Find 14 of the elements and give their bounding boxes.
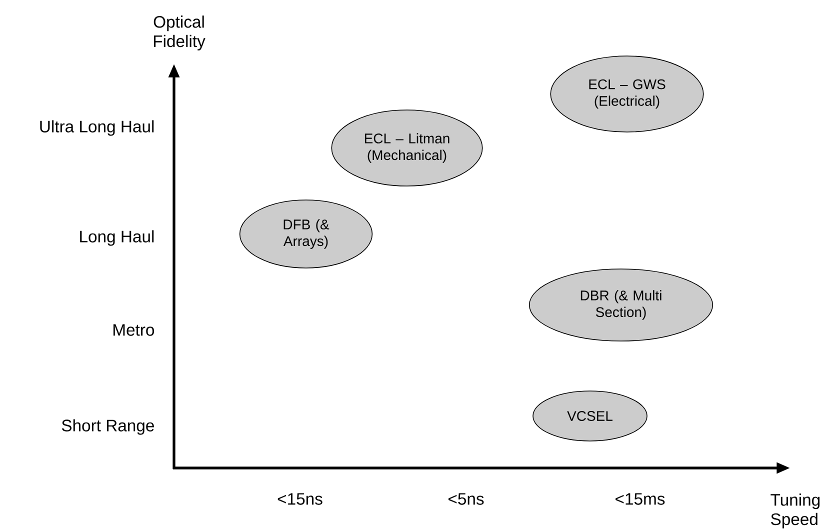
ellipse-node: VCSEL (532, 390, 648, 442)
axis-tick-label: <15ms (616, 493, 665, 505)
ellipse-node: ECL – GWS (Electrical) (550, 56, 704, 132)
axis-category-label: Long Haul (80, 230, 154, 246)
axis-title: Optical Fidelity (154, 16, 206, 50)
axis-category-label: Ultra Long Haul (40, 120, 154, 136)
axis-category-label: Short Range (62, 419, 154, 435)
axis-tick-label: <5ns (448, 493, 484, 505)
axis-tick-label: <15ns (278, 493, 322, 505)
ellipse-node: ECL – Litman (Mechanical) (331, 110, 483, 186)
axis-title: Tuning Speed (770, 494, 820, 528)
ellipse-node: DFB (& Arrays) (239, 200, 373, 268)
axis-category-label: Metro (114, 324, 154, 336)
ellipse-node: DBR (& Multi Section) (528, 268, 714, 342)
